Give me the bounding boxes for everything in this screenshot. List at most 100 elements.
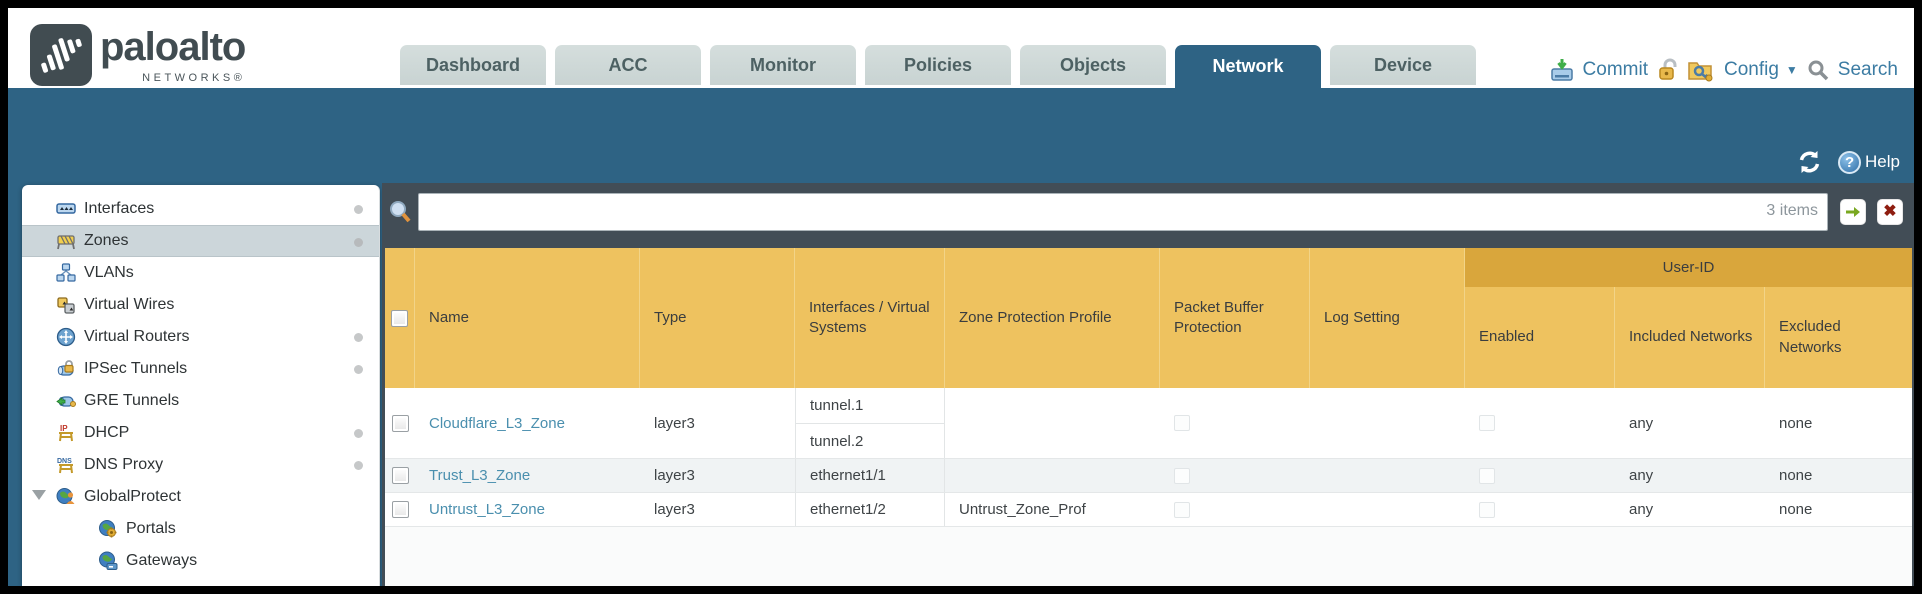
tab-dashboard[interactable]: Dashboard <box>400 45 546 85</box>
config-caret-icon[interactable]: ▼ <box>1785 63 1798 77</box>
apply-filter-button[interactable] <box>1840 198 1866 225</box>
app-window: paloalto NETWORKS® Dashboard ACC Monitor… <box>8 8 1914 586</box>
zone-type-cell: layer3 <box>654 414 695 432</box>
col-header-packet-buffer[interactable]: Packet Buffer Protection <box>1160 248 1310 388</box>
tab-objects[interactable]: Objects <box>1020 45 1166 85</box>
packet-buffer-cell <box>1160 493 1310 526</box>
help-label[interactable]: Help <box>1865 152 1900 171</box>
user-id-enabled-cell <box>1465 388 1615 458</box>
col-header-log-setting[interactable]: Log Setting <box>1310 248 1465 388</box>
filter-input[interactable] <box>418 192 1828 231</box>
col-header-included-networks[interactable]: Included Networks <box>1615 248 1765 388</box>
sidebar-item-globalprotect[interactable]: GlobalProtect <box>22 481 379 513</box>
zone-name-link[interactable]: Untrust_L3_Zone <box>429 501 545 518</box>
header-select-all-cell <box>385 248 415 388</box>
zone-name-link[interactable]: Trust_L3_Zone <box>429 467 531 484</box>
packet-buffer-checkbox[interactable] <box>1174 415 1190 431</box>
interface-entry: tunnel.2 <box>796 423 944 458</box>
tab-policies[interactable]: Policies <box>865 45 1011 85</box>
zone-name-cell: Trust_L3_Zone <box>415 459 640 492</box>
sidebar-item-gre-tunnels[interactable]: GRE Tunnels <box>22 385 379 417</box>
sidebar-item-interfaces[interactable]: Interfaces <box>22 193 379 225</box>
expander-triangle-icon[interactable] <box>32 490 46 500</box>
sidebar-item-zones[interactable]: Zones <box>22 225 379 257</box>
filter-search-icon <box>390 200 411 222</box>
main-tabs: Dashboard ACC Monitor Policies Objects N… <box>400 45 1476 88</box>
row-checkbox[interactable] <box>391 501 409 518</box>
search-icon[interactable] <box>1807 59 1829 81</box>
col-header-interfaces[interactable]: Interfaces / Virtual Systems <box>795 248 945 388</box>
interfaces-cell: tunnel.1 tunnel.2 <box>795 388 945 458</box>
packet-buffer-checkbox[interactable] <box>1174 501 1190 518</box>
col-header-enabled[interactable]: Enabled <box>1465 248 1615 388</box>
paloalto-logo: paloalto NETWORKS® <box>30 24 246 86</box>
tab-device[interactable]: Device <box>1330 45 1476 85</box>
zone-name-cell: Untrust_L3_Zone <box>415 493 640 526</box>
col-header-name[interactable]: Name <box>415 248 640 388</box>
commit-button[interactable]: Commit <box>1582 59 1648 80</box>
packet-buffer-checkbox[interactable] <box>1174 467 1190 484</box>
sidebar-item-dhcp[interactable]: IP DHCP <box>22 417 379 449</box>
sidebar-item-dns-proxy[interactable]: DNS DNS Proxy <box>22 449 379 481</box>
sidebar-item-vlans[interactable]: VLANs <box>22 257 379 289</box>
gre-tunnels-icon <box>56 396 76 407</box>
zone-protection-cell <box>945 459 1160 492</box>
excluded-networks-cell: none <box>1779 414 1813 432</box>
search-button[interactable]: Search <box>1837 59 1898 80</box>
enabled-checkbox[interactable] <box>1479 501 1495 518</box>
top-bar: paloalto NETWORKS® Dashboard ACC Monitor… <box>8 8 1914 88</box>
row-checkbox[interactable] <box>391 414 409 432</box>
clear-filter-button[interactable]: ✖ <box>1877 198 1903 225</box>
sidebar-label: Gateways <box>126 552 198 569</box>
tab-acc[interactable]: ACC <box>555 45 701 85</box>
sidebar-item-ipsec-tunnels[interactable]: IPSec Tunnels <box>22 353 379 385</box>
status-dot <box>354 429 363 438</box>
gateways-icon <box>99 551 118 570</box>
enabled-checkbox[interactable] <box>1479 415 1495 431</box>
select-all-checkbox[interactable] <box>391 309 408 327</box>
ipsec-tunnels-icon <box>57 360 74 376</box>
help-icon[interactable]: ? <box>1838 150 1862 174</box>
dhcp-icon: IP <box>59 424 73 442</box>
sidebar-label: Portals <box>126 520 176 537</box>
zones-table: User-ID Name Type Interfaces / Virtual S… <box>385 248 1912 586</box>
log-setting-cell <box>1310 388 1465 458</box>
commit-icon[interactable] <box>1550 58 1574 82</box>
col-header-type[interactable]: Type <box>640 248 795 388</box>
col-header-excluded-networks[interactable]: Excluded Networks <box>1779 318 1842 356</box>
log-setting-cell <box>1310 493 1465 526</box>
row-checkbox[interactable] <box>391 467 409 484</box>
globalprotect-icon <box>56 488 75 504</box>
green-arrow-icon <box>1846 206 1860 217</box>
config-menu[interactable]: Config <box>1723 59 1779 80</box>
interfaces-cell: ethernet1/2 <box>795 493 945 526</box>
zone-name-link[interactable]: Cloudflare_L3_Zone <box>429 414 565 432</box>
sidebar-item-virtual-wires[interactable]: Virtual Wires <box>22 289 379 321</box>
config-icon[interactable] <box>1688 58 1715 82</box>
packet-buffer-cell <box>1160 459 1310 492</box>
interface-entry: ethernet1/1 <box>810 467 886 484</box>
included-networks-cell: any <box>1629 501 1654 518</box>
tab-monitor[interactable]: Monitor <box>710 45 856 85</box>
portals-icon <box>99 520 117 538</box>
included-networks-cell: any <box>1629 467 1654 484</box>
status-dot <box>354 333 363 342</box>
row-select-cell <box>385 493 415 526</box>
zone-type-cell: layer3 <box>654 467 695 484</box>
sidebar-label: GRE Tunnels <box>84 392 180 409</box>
col-header-zone-protection[interactable]: Zone Protection Profile <box>945 248 1160 388</box>
lock-icon[interactable] <box>1657 58 1679 82</box>
tab-network[interactable]: Network <box>1175 45 1321 88</box>
excluded-networks-cell: none <box>1779 467 1813 484</box>
vlans-icon <box>56 263 76 282</box>
refresh-icon[interactable] <box>1797 150 1822 174</box>
excluded-networks-cell: none <box>1779 501 1813 518</box>
sidebar-label: VLANs <box>84 264 134 281</box>
sidebar-item-portals[interactable]: Portals <box>22 513 379 545</box>
enabled-checkbox[interactable] <box>1479 467 1495 484</box>
svg-text:DNS: DNS <box>57 458 72 465</box>
sidebar-item-gateways[interactable]: Gateways <box>22 545 379 577</box>
sidebar-item-virtual-routers[interactable]: Virtual Routers <box>22 321 379 353</box>
table-header: User-ID Name Type Interfaces / Virtual S… <box>385 248 1912 388</box>
sidebar-label: IPSec Tunnels <box>84 360 188 377</box>
